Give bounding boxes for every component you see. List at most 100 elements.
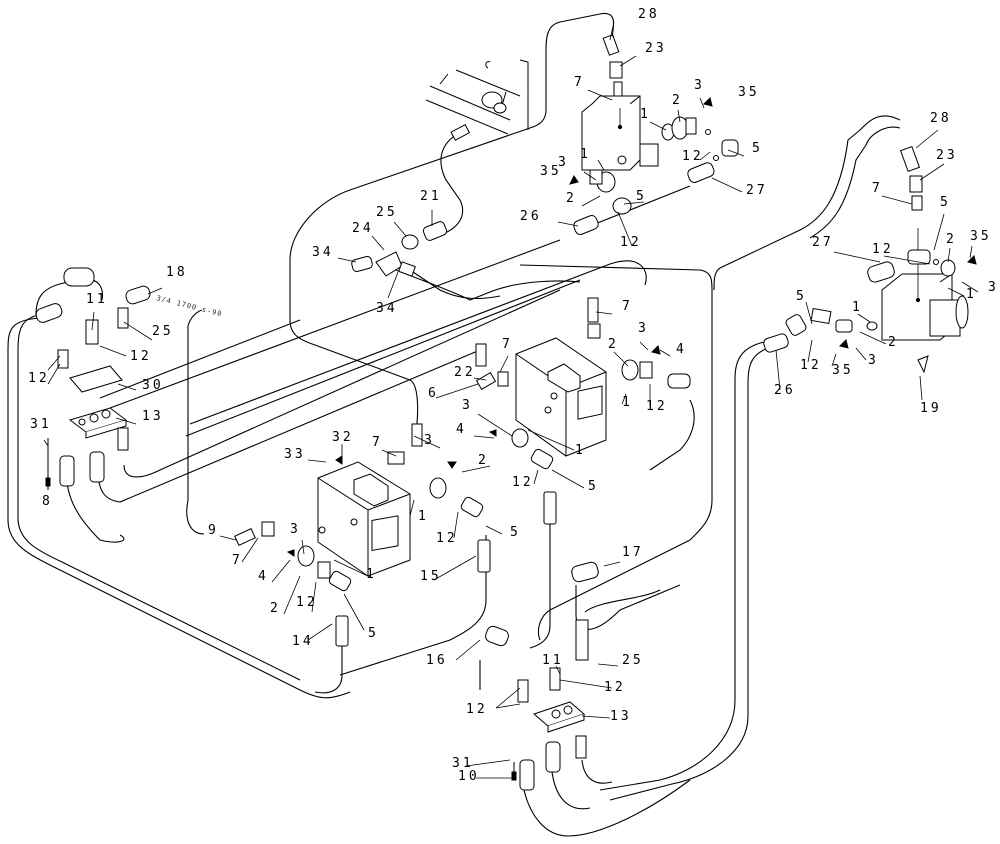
- callout-c30: 30: [142, 378, 164, 393]
- fittings: [35, 34, 977, 791]
- callout-c32: 32: [332, 430, 354, 445]
- hose-run: [529, 520, 551, 649]
- callout-c10: 10: [458, 769, 480, 784]
- leader-lines: [43, 21, 979, 779]
- callout-c2c: 2: [608, 337, 619, 352]
- callout-c21: 21: [420, 189, 442, 204]
- callout-c23a: 23: [645, 41, 667, 56]
- hose-run: [35, 281, 71, 316]
- callout-c2e: 2: [270, 601, 281, 616]
- hose-run: [713, 115, 901, 291]
- callout-c1f: 1: [366, 567, 377, 582]
- callout-c2d: 2: [478, 453, 489, 468]
- callout-c5b: 5: [636, 189, 647, 204]
- callout-c12e: 12: [646, 399, 668, 414]
- callout-c22: 22: [454, 365, 476, 380]
- callout-c7e: 7: [232, 553, 243, 568]
- callout-c13b: 13: [610, 709, 632, 724]
- hose-run: [65, 469, 125, 543]
- callout-c12d: 12: [28, 371, 50, 386]
- callout-c35d: 35: [832, 363, 854, 378]
- callout-c25b: 25: [152, 324, 174, 339]
- callout-c4a: 4: [676, 342, 687, 357]
- callout-c1a: 1: [640, 107, 651, 122]
- callout-c1d: 1: [575, 443, 586, 458]
- callout-c5d: 5: [510, 525, 521, 540]
- callout-c3d: 3: [462, 398, 473, 413]
- callout-c16: 16: [426, 653, 448, 668]
- callout-c12g: 12: [436, 531, 458, 546]
- callout-c2f: 2: [946, 232, 957, 247]
- callout-c28a: 28: [638, 7, 660, 22]
- motor-block-right: [881, 228, 969, 341]
- callout-c25a: 25: [376, 205, 398, 220]
- callout-c18: 18: [166, 265, 188, 280]
- callout-c5a: 5: [752, 141, 763, 156]
- callout-c19: 19: [920, 401, 942, 416]
- callout-c7c: 7: [502, 337, 513, 352]
- callout-c8: 8: [42, 494, 53, 509]
- callout-c7b: 7: [622, 299, 633, 314]
- hose-run: [809, 126, 901, 239]
- callout-c12i: 12: [604, 680, 626, 695]
- callout-c9: 9: [208, 523, 219, 538]
- hose-end-fitting: [450, 124, 471, 141]
- hose-spec-note: 3/4 1700 s-90: [156, 294, 224, 318]
- callout-c24: 24: [352, 221, 374, 236]
- hose-run: [523, 779, 691, 837]
- valve-block-center: [515, 337, 607, 457]
- hose-run: [581, 759, 613, 784]
- hose-run: [609, 343, 783, 801]
- callout-c28b: 28: [930, 111, 952, 126]
- callout-c23b: 23: [936, 148, 958, 163]
- hose-run: [99, 319, 301, 399]
- callout-c1g: 1: [966, 287, 977, 302]
- callout-c11b: 11: [542, 653, 564, 668]
- hose-run: [599, 339, 775, 791]
- callout-c7f: 7: [872, 181, 883, 196]
- callout-c3c: 3: [638, 321, 649, 336]
- callout-c2g: 2: [888, 335, 899, 350]
- callout-c27a: 27: [746, 183, 768, 198]
- callout-c3h: 3: [868, 353, 879, 368]
- callout-c12h: 12: [296, 595, 318, 610]
- callout-c13a: 13: [142, 409, 164, 424]
- callout-c12l: 12: [800, 358, 822, 373]
- callout-c27b: 27: [812, 235, 834, 250]
- manifold-lower: [533, 701, 585, 733]
- hose-run: [314, 645, 343, 694]
- callout-c25c: 25: [622, 653, 644, 668]
- callout-c4c: 4: [258, 569, 269, 584]
- callout-c35b: 35: [540, 164, 562, 179]
- callout-c35a: 35: [738, 85, 760, 100]
- manifold-left: [68, 365, 128, 439]
- callout-c31a: 31: [30, 417, 52, 432]
- hose-run: [519, 264, 713, 641]
- callout-c12f: 12: [512, 475, 534, 490]
- callout-c2a: 2: [672, 93, 683, 108]
- hose-run: [109, 239, 561, 409]
- callout-c31b: 31: [452, 756, 474, 771]
- callout-c12c: 12: [130, 349, 152, 364]
- callout-c12b: 12: [620, 235, 642, 250]
- callout-c5g: 5: [796, 289, 807, 304]
- callout-c17: 17: [622, 545, 644, 560]
- callout-c26a: 26: [520, 209, 542, 224]
- callout-c35c: 35: [970, 229, 992, 244]
- callout-c5f: 5: [940, 195, 951, 210]
- callout-c6: 6: [428, 386, 439, 401]
- callout-c2b: 2: [566, 191, 577, 206]
- callout-c7a: 7: [574, 75, 585, 90]
- callout-c5e: 5: [368, 626, 379, 641]
- hose-run: [97, 349, 481, 503]
- hose-run: [123, 289, 561, 478]
- hose-run: [7, 317, 351, 699]
- valve-block-top-center: [581, 95, 659, 171]
- callout-c7d: 7: [372, 435, 383, 450]
- callout-c1c: 1: [622, 395, 633, 410]
- hose-run: [17, 313, 301, 681]
- hose-run: [185, 279, 581, 437]
- callout-c3g: 3: [988, 280, 999, 295]
